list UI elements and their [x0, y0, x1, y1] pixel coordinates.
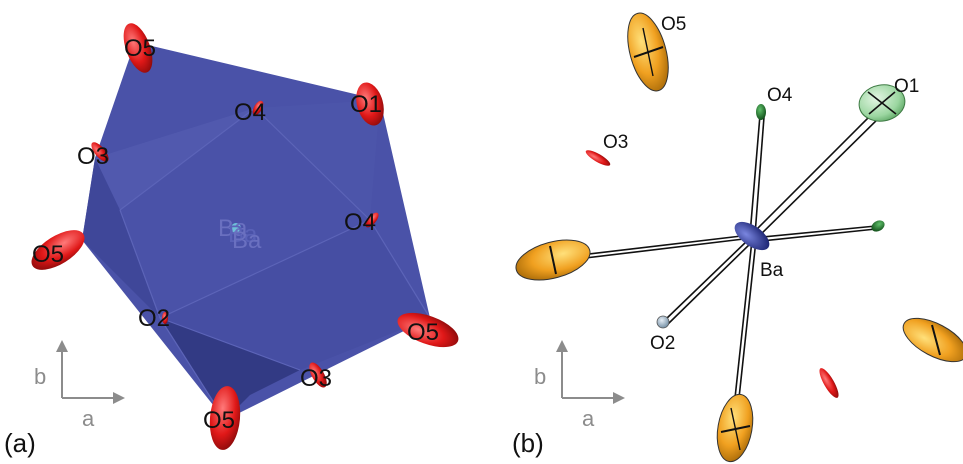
- ba-bonds: [551, 107, 886, 399]
- axis-label-b: b: [534, 364, 546, 389]
- label-o1: O1: [350, 91, 382, 118]
- axis-indicator-a: [56, 340, 125, 404]
- label-o5-top: O5: [124, 35, 156, 62]
- polyhedron-facet: [160, 318, 300, 420]
- label-o4-right: O4: [344, 209, 376, 236]
- label-ba-3: Ba: [232, 227, 262, 254]
- label-ba-2: Ba: [228, 221, 258, 248]
- polyhedron-facet: [82, 158, 160, 318]
- label-ba: Ba: [760, 260, 784, 281]
- o1-atom: [356, 82, 384, 126]
- label-o5-right: O5: [407, 319, 439, 346]
- o4-top-atom: [252, 100, 264, 116]
- o3-atom: [585, 150, 611, 166]
- label-o2: O2: [138, 305, 170, 332]
- label-o3: O3: [603, 132, 628, 153]
- label-o4-top: O4: [234, 99, 266, 126]
- o3-lower-atom: [819, 368, 839, 398]
- o2-atom: [656, 315, 670, 329]
- label-o3-bottom: O3: [300, 365, 332, 392]
- o5-top-atom: [123, 23, 153, 73]
- axis-label-a: a: [82, 406, 95, 431]
- panel-label-a: (a): [4, 428, 36, 458]
- label-ba-1: Ba: [218, 215, 248, 242]
- o4-right-atom: [365, 212, 379, 228]
- ba-center-atom: [231, 223, 241, 233]
- o4-right-atom: [871, 220, 885, 232]
- polyhedron-facet: [95, 108, 255, 210]
- ba-atom: [734, 221, 770, 251]
- o5-bottom-atom: [209, 386, 241, 450]
- o5-left-atom: [31, 230, 85, 270]
- o5-right-atom: [902, 317, 963, 363]
- o3-left-atom: [91, 142, 109, 162]
- label-o4: O4: [767, 85, 793, 106]
- polyhedron-facet: [160, 220, 430, 370]
- label-o5: O5: [661, 14, 686, 35]
- label-o5-bottom: O5: [203, 407, 235, 434]
- polyhedron-facet: [255, 100, 380, 220]
- label-o3-left: O3: [77, 143, 109, 170]
- o2-atom: [162, 312, 168, 324]
- o4-atom: [756, 104, 766, 120]
- o5-right-atom: [397, 312, 459, 348]
- label-o2: O2: [650, 333, 675, 354]
- panel-b: O5 O4 O1 O3 Ba O2 b a (b): [512, 12, 963, 463]
- axis-indicator-b: [556, 340, 625, 404]
- o3-bottom-atom: [309, 362, 327, 388]
- label-o5-left: O5: [32, 241, 64, 268]
- axis-label-b: b: [34, 364, 46, 389]
- panel-a: O5 O4 O1 O3 O4 O5 O2 O5 O3 O5 Ba Ba Ba b…: [4, 23, 459, 458]
- axis-label-a: a: [582, 406, 595, 431]
- panel-label-b: (b): [512, 428, 544, 458]
- label-o1: O1: [894, 76, 919, 97]
